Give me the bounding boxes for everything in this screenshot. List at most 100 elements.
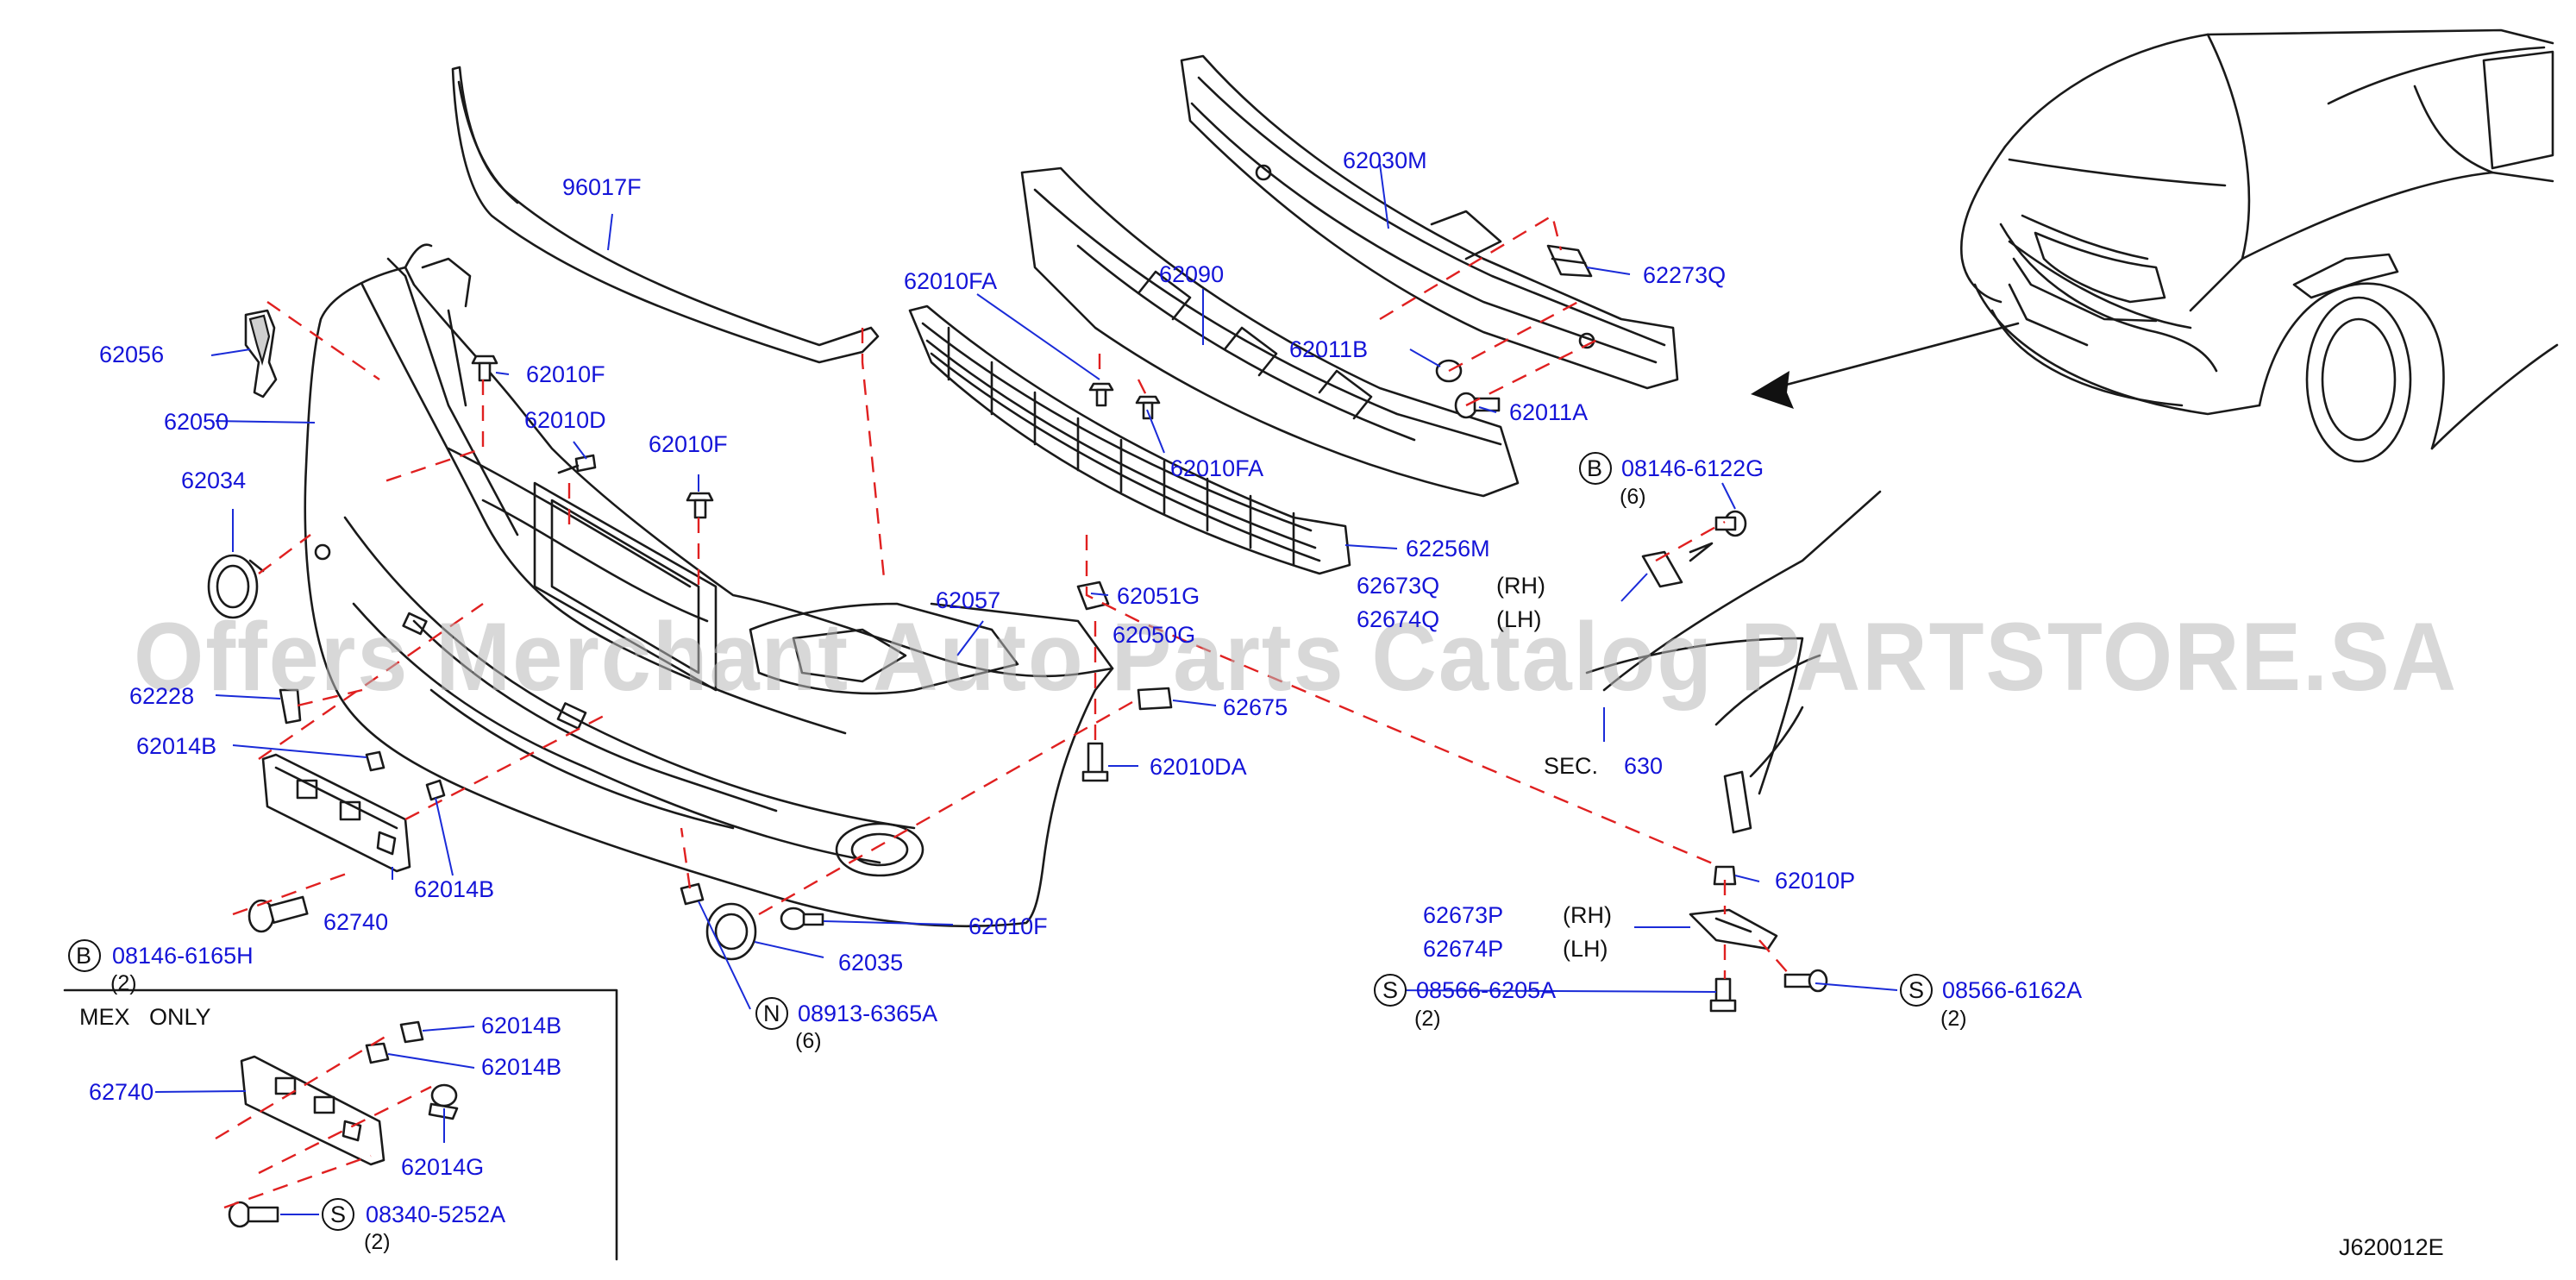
clip-mex-62014B-b[interactable] [365,1042,390,1064]
qty-08566-6205A: (2) [1414,1007,1441,1031]
mex-only-note: MEX ONLY [79,1004,211,1030]
clip-62014B-left[interactable] [365,750,385,772]
fog-lamp-finisher-right[interactable] [705,902,757,961]
bolt-62010DA[interactable] [1081,742,1109,782]
label-62011A[interactable]: 62011A [1509,399,1588,425]
label-62014B-d[interactable]: 62014B [481,1054,561,1080]
nut-08913-6365A[interactable] [680,882,705,906]
fastener-code-circle [322,1198,354,1231]
mex-section-border [63,988,618,1261]
bolt-08146-6122G[interactable] [1714,510,1747,537]
leader-lines [154,163,1898,1215]
clip-62014G[interactable] [428,1083,459,1120]
label-62014B-a[interactable]: 62014B [136,733,216,759]
label-62673P[interactable]: 62673P [1423,902,1503,928]
label-62228[interactable]: 62228 [129,683,194,709]
label-62674Q[interactable]: 62674Q [1357,606,1439,632]
diagram-code: J620012E [2339,1234,2444,1260]
fastener-code-circle [755,997,788,1030]
bracket-62228[interactable] [279,688,302,725]
label-62051G[interactable]: 62051G [1117,583,1200,609]
fog-lamp-finisher-left[interactable] [207,554,265,619]
clip-mex-62014B-a[interactable] [399,1020,424,1044]
stay-62273Q[interactable] [1546,244,1593,278]
bumper-reinforcement[interactable] [1180,54,1679,390]
part-labels: 96017F 62056 62010F 62050 62010D 62010F … [89,147,1855,1180]
label-62014G[interactable]: 62014G [401,1154,484,1180]
vehicle-illustration [1751,28,2559,463]
label-62675[interactable]: 62675 [1223,694,1288,720]
dashed-guide-lines [215,214,1790,1209]
label-62010F-b[interactable]: 62010F [649,431,728,457]
fastener-code-B-2: B [76,943,91,969]
label-62014B-c[interactable]: 62014B [481,1013,561,1038]
label-96017F[interactable]: 96017F [562,174,642,200]
clip-62010F-top[interactable] [471,355,498,382]
label-62010DA[interactable]: 62010DA [1150,754,1247,780]
mex-plate-bracket[interactable] [240,1055,385,1166]
label-62674Q-side: (LH) [1496,606,1542,632]
qty-08340-5252A: (2) [364,1230,391,1254]
qty-08146-6165H: (2) [110,971,137,995]
label-62050G[interactable]: 62050G [1113,622,1195,648]
bolt-08146-6165H[interactable] [248,895,309,933]
clip-62010FA-upper[interactable] [1088,382,1114,407]
label-62090[interactable]: 62090 [1159,261,1224,287]
label-62010F-a[interactable]: 62010F [526,361,605,387]
clip-62010P[interactable] [1713,865,1737,886]
watermark-text: Offers Merchant Auto Parts Catalog PARTS… [134,603,2458,711]
section-ref-prefix: SEC. [1544,753,1598,779]
license-plate-bracket[interactable] [261,753,411,873]
label-62010P[interactable]: 62010P [1775,868,1855,894]
label-62030M[interactable]: 62030M [1343,147,1427,173]
label-62673P-side: (RH) [1563,902,1612,928]
energy-absorber[interactable] [1020,166,1520,498]
qty-08566-6162A: (2) [1940,1007,1967,1031]
label-62740-b[interactable]: 62740 [89,1079,154,1105]
label-62056[interactable]: 62056 [99,342,164,367]
fastener-code-circle [1579,452,1612,485]
label-08913-6365A[interactable]: 08913-6365A [798,1001,937,1026]
retainer-62675[interactable] [1137,687,1173,711]
section-ref-number[interactable]: 630 [1624,753,1663,779]
front-bumper-fascia[interactable] [304,243,1114,928]
label-62740-a[interactable]: 62740 [323,909,388,935]
label-62034[interactable]: 62034 [181,467,246,493]
clip-62014B-right[interactable] [425,779,446,801]
bolt-08340-5252A[interactable] [228,1201,279,1228]
bolt-08566-6205A[interactable] [1709,977,1737,1013]
label-62673Q[interactable]: 62673Q [1357,573,1439,599]
label-62256M[interactable]: 62256M [1406,536,1490,562]
clip-62010FA-lower[interactable] [1135,395,1161,420]
label-62057[interactable]: 62057 [936,587,1000,613]
label-08566-6205A[interactable]: 08566-6205A [1416,977,1556,1003]
label-62273Q[interactable]: 62273Q [1643,262,1726,288]
label-08566-6162A[interactable]: 08566-6162A [1942,977,2082,1003]
clip-62010F-lower[interactable] [780,907,824,931]
fastener-code-S-2: S [1908,977,1924,1003]
label-62010F-c[interactable]: 62010F [968,913,1048,939]
bracket-62673Q[interactable] [1641,550,1683,588]
label-62014B-b[interactable]: 62014B [414,876,494,902]
bolt-62011A[interactable] [1454,392,1501,419]
bolt-08566-6162A[interactable] [1783,969,1828,993]
label-62010FA-a[interactable]: 62010FA [904,268,997,294]
bracket-62051G[interactable] [1076,580,1110,611]
label-62674P[interactable]: 62674P [1423,936,1503,962]
bracket-62673P[interactable] [1689,908,1778,951]
label-08340-5252A[interactable]: 08340-5252A [366,1202,505,1227]
bolt-62010D[interactable] [557,454,597,474]
upper-retainer-strip[interactable] [451,66,880,364]
label-08146-6122G[interactable]: 08146-6122G [1621,455,1764,481]
side-part-labels: 62673Q (RH) 62674Q (LH) 62673P (RH) 6267… [1357,573,1612,962]
label-62035[interactable]: 62035 [838,950,903,976]
label-62010FA-b[interactable]: 62010FA [1170,455,1263,481]
clip-62010F-mid[interactable] [686,492,714,519]
label-62011B[interactable]: 62011B [1289,336,1368,362]
label-62050[interactable]: 62050 [164,409,229,435]
bumper-side-bracket[interactable] [244,309,278,398]
fender-section[interactable] [1585,490,1882,834]
label-62010D[interactable]: 62010D [524,407,606,433]
label-08146-6165H[interactable]: 08146-6165H [112,943,254,969]
